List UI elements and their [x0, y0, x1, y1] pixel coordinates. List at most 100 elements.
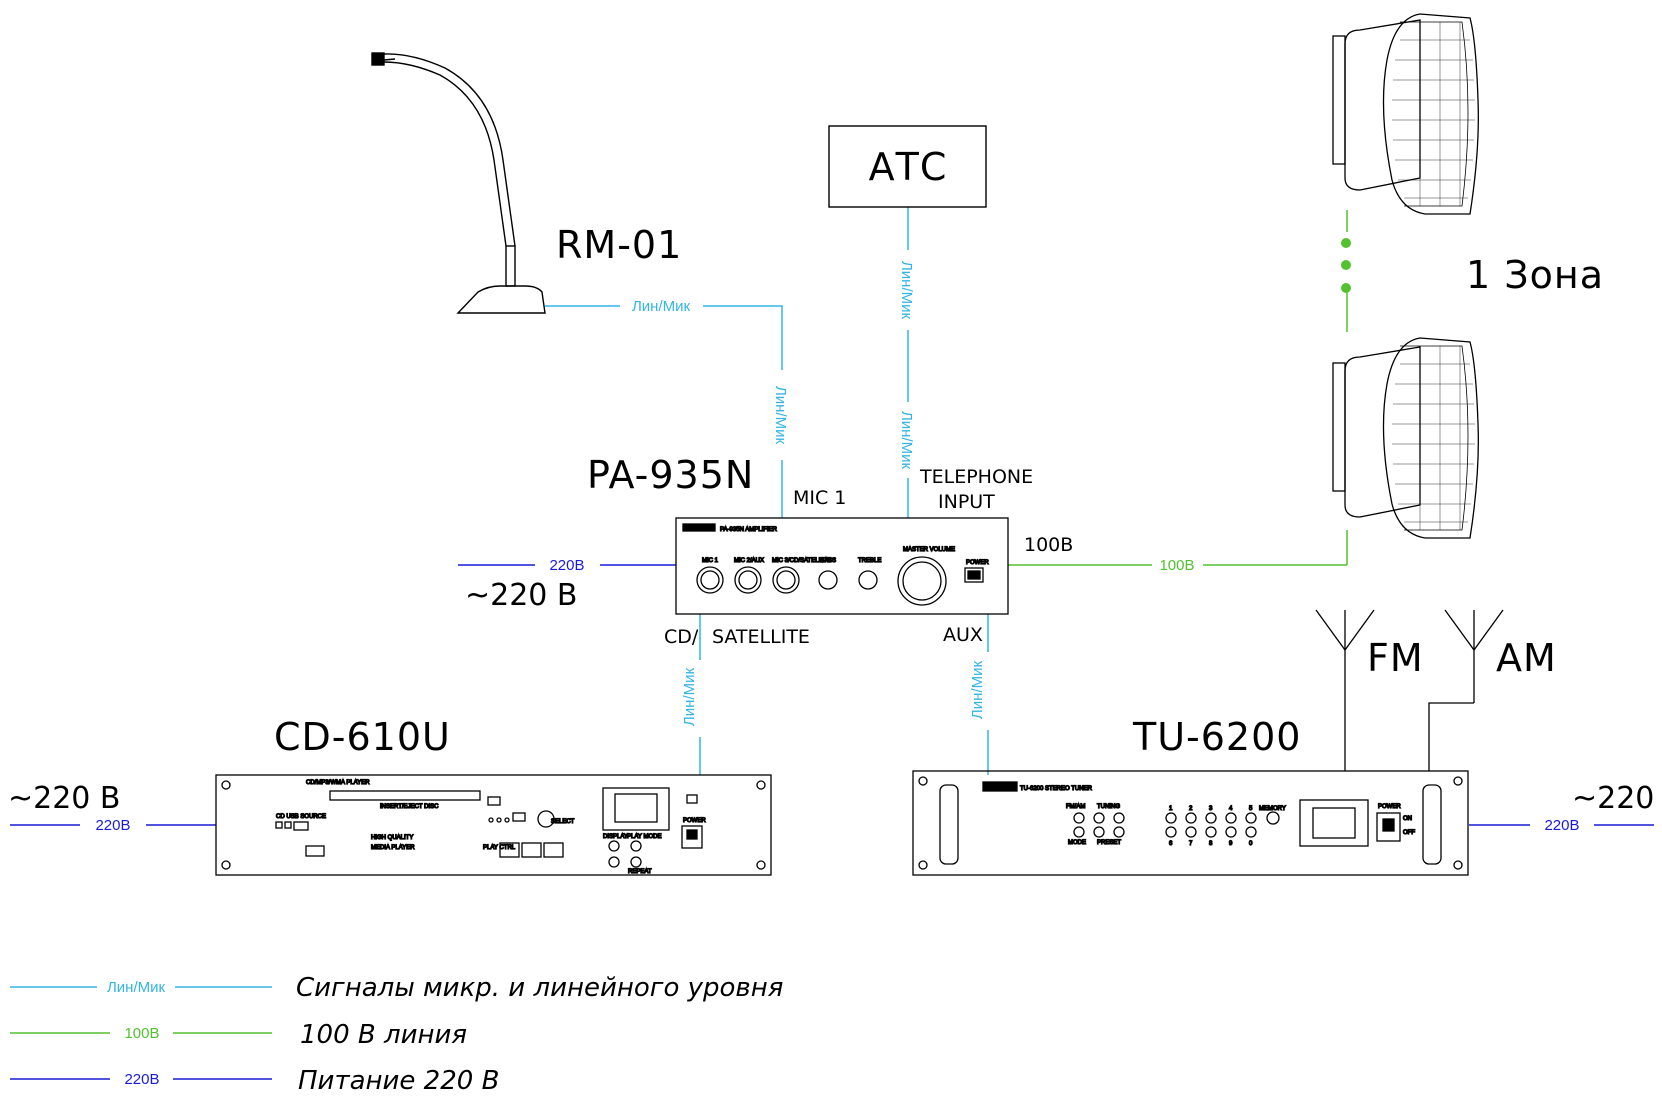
cable-label-aux: Лин/Мик: [969, 661, 986, 720]
tuner-power-text: POWER: [1378, 804, 1401, 810]
tuner-tu6200: TU-6200 STEREO TUNER FM/AM TUNING MODE P…: [912, 770, 1469, 876]
cable-label-mic-v: Лин/Мик: [772, 386, 789, 445]
cable-label-atc-lower: Лин/Мик: [898, 411, 915, 470]
cd-panel-title: CD/MP3/WMA PLAYER: [306, 780, 370, 786]
amp-power-label: ~220 В: [465, 578, 578, 613]
amp-model-label: PA-935N: [587, 453, 754, 497]
cable-label-100v: 100В: [1159, 557, 1194, 574]
tuner-btn-mode[interactable]: [1073, 826, 1085, 838]
speaker-top: [1332, 13, 1479, 215]
cd-btn-label-repeat: REPEAT: [628, 869, 652, 875]
tuner-power-switch[interactable]: [1376, 812, 1401, 842]
tuner-panel-title: TU-6200 STEREO TUNER: [1020, 786, 1093, 792]
continuation-dots: [1341, 238, 1351, 293]
amp-input-satellite: SATELLITE: [712, 626, 810, 648]
cd-button-1[interactable]: [499, 842, 520, 858]
amp-knob-mic2[interactable]: [734, 566, 762, 594]
amp-knob-mic1[interactable]: [696, 566, 724, 594]
amp-knob-master-volume[interactable]: [897, 556, 947, 606]
tuner-tuning-label: TUNING: [1097, 804, 1120, 810]
legend-row-100v: 100В 100 В линия: [10, 1020, 467, 1050]
tuner-band-label: FM/AM: [1066, 804, 1085, 810]
legend: Лин/Мик Сигналы микр. и линейного уровня…: [10, 973, 783, 1096]
amp-knob-label-2: MIC 2/AUX: [734, 558, 764, 564]
legend-text-220v: Питание 220 В: [298, 1066, 499, 1096]
preset-label-9: 9: [1229, 841, 1233, 847]
amp-input-mic1: MIC 1: [793, 487, 846, 509]
tuner-on-label: ON: [1403, 816, 1412, 822]
preset-label-0: 0: [1249, 841, 1253, 847]
legend-cable-mic: Лин/Мик: [107, 979, 166, 996]
tuner-preset-buttons[interactable]: [1165, 811, 1280, 838]
amp-knob-label-4: BASS: [820, 558, 836, 564]
cable-label-mic-h: Лин/Мик: [632, 298, 691, 315]
cd-power-switch[interactable]: [681, 825, 703, 849]
amp-knob-mic3[interactable]: [772, 566, 800, 594]
amp-knob-label-1: MIC 1: [702, 558, 719, 564]
cd-btn-label-playmode: PLAY MODE: [627, 834, 661, 840]
cd-btn-playmode[interactable]: [630, 840, 642, 852]
cd-model-label: CD-610U: [274, 715, 451, 759]
cd-select-label: SELECT: [551, 819, 575, 825]
cd-source-label: CD USB SOURCE: [276, 814, 326, 820]
cd-disc-slot[interactable]: [329, 790, 481, 801]
cd-power-label: ~220 В: [8, 781, 121, 816]
legend-text-100v: 100 В линия: [300, 1020, 467, 1050]
amp-power-switch[interactable]: [964, 567, 984, 583]
tuner-mode-label: MODE: [1068, 840, 1086, 846]
preset-label-6: 6: [1169, 841, 1173, 847]
preset-label-1: 1: [1169, 806, 1173, 812]
zone-label: 1 Зона: [1466, 253, 1604, 297]
cd-button-2[interactable]: [521, 842, 542, 858]
cd-select-knob[interactable]: [537, 810, 555, 828]
amp-knob-label-6: MASTER VOLUME: [903, 547, 955, 553]
tuner-preset-label: PRESET: [1097, 840, 1121, 846]
preset-label-5: 5: [1249, 806, 1253, 812]
cable-label-atc-upper: Лин/Мик: [898, 261, 915, 320]
tuner-btn-memory: [1266, 811, 1280, 825]
amp-knob-label-5: TREBLE: [858, 558, 881, 564]
amp-input-tel-1: TELEPHONE: [919, 466, 1033, 488]
cd-slot-label: INSERT/EJECT DISC: [380, 804, 439, 810]
amp-output-100v: 100В: [1024, 534, 1073, 556]
preset-label-3: 3: [1209, 806, 1213, 812]
amp-knob-treble[interactable]: [858, 570, 878, 590]
cd-btn-label-display: DISPLAY: [603, 834, 628, 840]
cd-power-text: POWER: [683, 818, 706, 824]
legend-row-mic: Лин/Мик Сигналы микр. и линейного уровня: [10, 973, 783, 1003]
amp-power-text: POWER: [966, 560, 989, 566]
cd-btn-display[interactable]: [608, 840, 620, 852]
amp-input-aux: AUX: [943, 624, 983, 646]
antennas: [1315, 609, 1504, 771]
cable-label-cd: Лин/Мик: [681, 668, 698, 727]
microphone-rm01: [371, 52, 546, 314]
preset-label-2: 2: [1189, 806, 1193, 812]
cd-usb-port[interactable]: [305, 845, 325, 857]
cable-label-220v-amp: 220В: [549, 557, 584, 574]
amplifier-pa935n: PA-935N AMPLIFIER MIC 1 MIC 2/AUX MIC 3/…: [675, 517, 1009, 615]
amp-knob-label-3: MIC 3/CD/SATELLITE: [772, 558, 831, 564]
amp-input-cd: CD/: [664, 626, 699, 648]
cd-display: [602, 787, 670, 831]
tuner-btn-band[interactable]: [1073, 812, 1085, 824]
mic-model-label: RM-01: [556, 223, 682, 267]
cable-100v-speakers: [1008, 210, 1348, 566]
legend-row-220v: 220В Питание 220 В: [10, 1066, 499, 1096]
tuner-memory-label: MEMORY: [1259, 806, 1286, 812]
legend-cable-220v: 220В: [124, 1071, 159, 1088]
preset-label-7: 7: [1189, 841, 1193, 847]
atc-label: АТС: [869, 145, 948, 189]
amp-panel-title: PA-935N AMPLIFIER: [720, 527, 778, 533]
tuner-power-label: ~220 В: [1572, 781, 1662, 816]
telephone-exchange: АТС: [828, 125, 987, 208]
cd-text-2: MEDIA PLAYER: [371, 845, 415, 851]
tuner-off-label: OFF: [1403, 830, 1415, 836]
cd-button-3[interactable]: [543, 842, 564, 858]
amp-knob-bass[interactable]: [818, 570, 838, 590]
cable-label-220v-tuner: 220В: [1544, 817, 1579, 834]
preset-label-4: 4: [1229, 806, 1233, 812]
tuner-display: [1299, 799, 1369, 847]
legend-text-mic: Сигналы микр. и линейного уровня: [296, 973, 783, 1003]
antenna-fm-label: FM: [1367, 636, 1424, 680]
